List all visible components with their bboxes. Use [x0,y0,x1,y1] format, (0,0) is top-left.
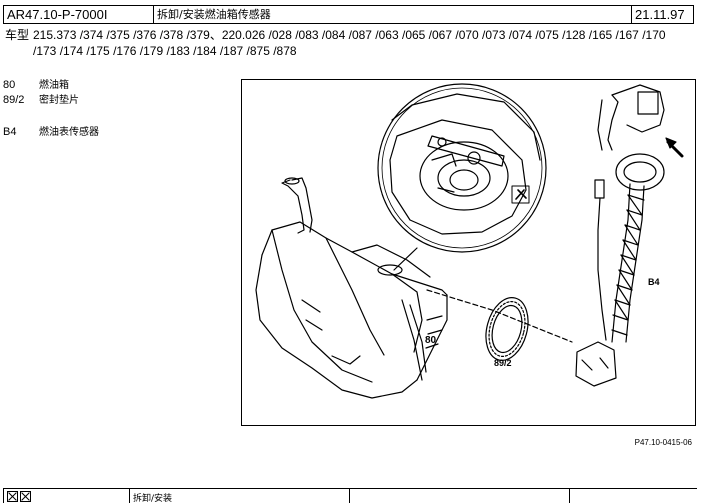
legend-code: B4 [3,126,17,138]
close-box-icon[interactable] [7,491,18,502]
figure-code: P47.10-0415-06 [634,438,692,447]
assembly-line [426,289,573,343]
detail-leader-line [393,247,418,271]
document-date: 21.11.97 [635,7,685,22]
detail-circle-drawing [377,83,547,253]
document-title: 拆卸/安装燃油箱传感器 [154,6,632,23]
fuel-sender-drawing [575,84,665,387]
seal-ring-drawing [485,297,529,361]
legend-text: 密封垫片 [39,95,79,106]
close-box-icon[interactable] [20,491,31,502]
legend-text: 燃油表传感器 [39,127,99,138]
callout-80: 80 [425,335,437,346]
model-line-1: 215.373 /374 /375 /376 /378 /379、220.026… [33,28,666,42]
technical-illustration: 80 89/2 B4 [241,79,696,426]
legend-code: 89/2 [3,94,25,106]
wrench-tool-icon [515,189,527,200]
callout-89-2: 89/2 [494,358,512,368]
legend-item-89-2: 89/2 密封垫片 [3,93,79,108]
legend-item-80: 80 燃油箱 [3,78,69,93]
fuel-tank-drawing [255,177,448,399]
legend-code: 80 [3,79,16,91]
model-label: 车型 [5,28,30,42]
legend-item-b4: B4 燃油表传感器 [3,125,99,140]
footer-cell-3 [349,489,569,503]
callout-b4: B4 [648,277,660,287]
legend-text: 燃油箱 [39,80,69,91]
footer-label: 拆卸/安装 [129,489,349,504]
document-header: AR47.10-P-7000I 拆卸/安装燃油箱传感器 21.11.97 [3,5,694,24]
document-id: AR47.10-P-7000I [4,6,154,23]
footer-cell-4 [569,489,697,503]
illustration-svg: 80 89/2 B4 [255,83,684,399]
model-line-2: /173 /174 /175 /176 /179 /183 /184 /187 … [33,44,297,58]
